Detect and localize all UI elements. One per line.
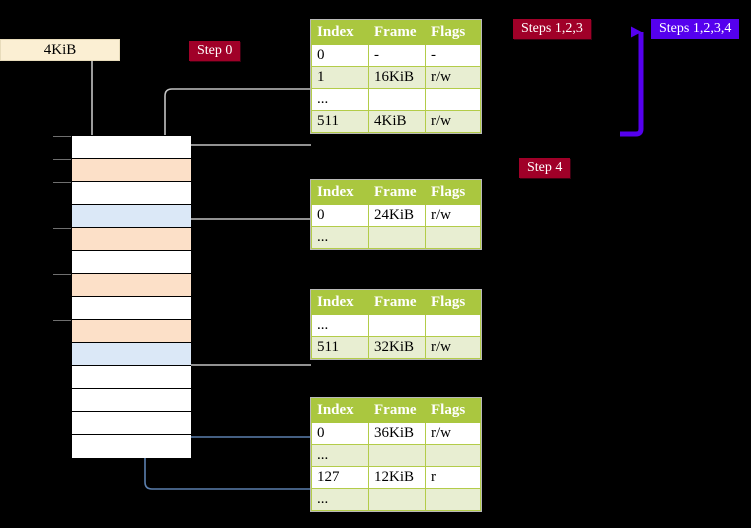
cell-flags — [425, 88, 481, 111]
badge-steps-1-2-3-4: Steps 1,2,3,4 — [651, 19, 740, 39]
cell-frame — [368, 444, 426, 467]
column-header-index: Index — [311, 20, 369, 45]
cell-index: ... — [311, 226, 369, 249]
memory-frame-row — [72, 205, 191, 228]
table-row: 0-- — [311, 44, 481, 67]
table-row: ... — [311, 314, 481, 337]
source-frame-box: 4KiB — [0, 39, 120, 61]
cell-index: 1 — [311, 66, 369, 89]
cell-index: ... — [311, 488, 369, 511]
memory-scale-tick — [53, 274, 71, 275]
memory-frame-row — [72, 159, 191, 182]
cell-frame — [368, 488, 426, 511]
cell-index: ... — [311, 314, 369, 337]
memory-frame-row — [72, 297, 191, 320]
memory-scale-tick — [53, 136, 71, 137]
column-header-flags: Flags — [425, 180, 481, 205]
cell-frame: 16KiB — [368, 66, 426, 89]
memory-frame-row — [72, 228, 191, 251]
memory-frame-row — [72, 251, 191, 274]
table-row: ... — [311, 488, 481, 511]
memory-frame-row — [72, 320, 191, 343]
cell-flags: r/w — [425, 422, 481, 445]
cell-frame: 24KiB — [368, 204, 426, 227]
memory-scale-tick — [53, 159, 71, 160]
column-header-flags: Flags — [425, 20, 481, 45]
cell-index: 511 — [311, 336, 369, 359]
memory-frame-row — [72, 366, 191, 389]
cell-index: 0 — [311, 44, 369, 67]
memory-frame-row — [72, 274, 191, 297]
cell-flags — [425, 488, 481, 511]
column-header-index: Index — [311, 398, 369, 423]
memory-scale-tick — [53, 320, 71, 321]
column-header-frame: Frame — [368, 20, 426, 45]
cell-index: 127 — [311, 466, 369, 489]
table-row: ... — [311, 444, 481, 467]
wire-level3-row0-to-memory — [177, 218, 311, 256]
memory-frame-row — [72, 412, 191, 435]
badge-step-4: Step 4 — [519, 158, 571, 178]
cell-frame: 12KiB — [368, 466, 426, 489]
wire-level2-row511-to-memory — [171, 314, 311, 366]
cell-index: 511 — [311, 110, 369, 133]
table-row: ... — [311, 226, 481, 249]
cell-flags — [425, 226, 481, 249]
cell-flags: r — [425, 466, 481, 489]
column-header-frame: Frame — [368, 180, 426, 205]
memory-frame-row — [72, 182, 191, 205]
cell-frame: - — [368, 44, 426, 67]
wire-steps-1234-bracket — [620, 26, 644, 137]
cell-index: ... — [311, 444, 369, 467]
column-header-frame: Frame — [368, 290, 426, 315]
cell-index: 0 — [311, 204, 369, 227]
cell-frame: 4KiB — [368, 110, 426, 133]
cell-frame — [368, 314, 426, 337]
physical-memory-column — [53, 135, 191, 458]
cell-flags — [425, 314, 481, 337]
badge-steps-1-2-3: Steps 1,2,3 — [513, 19, 591, 39]
memory-scale-tick — [53, 228, 71, 229]
cell-frame: 36KiB — [368, 422, 426, 445]
cell-frame: 32KiB — [368, 336, 426, 359]
cell-index: ... — [311, 88, 369, 111]
column-header-frame: Frame — [368, 398, 426, 423]
cell-flags: r/w — [425, 110, 481, 133]
column-header-flags: Flags — [425, 398, 481, 423]
memory-frame-row — [72, 389, 191, 412]
column-header-index: Index — [311, 180, 369, 205]
cell-index: 0 — [311, 422, 369, 445]
wire-level4-row511-to-memory — [171, 144, 311, 154]
cell-flags: r/w — [425, 204, 481, 227]
cell-frame — [368, 88, 426, 111]
cell-flags — [425, 444, 481, 467]
memory-scale-tick — [53, 182, 71, 183]
memory-frame-row — [72, 343, 191, 366]
memory-frame-row — [72, 136, 191, 159]
memory-frame-row — [72, 435, 191, 458]
cell-frame — [368, 226, 426, 249]
badge-step-0: Step 0 — [189, 41, 241, 61]
cell-flags: r/w — [425, 336, 481, 359]
table-row: ... — [311, 88, 481, 111]
cell-flags: - — [425, 44, 481, 67]
column-header-flags: Flags — [425, 290, 481, 315]
column-header-index: Index — [311, 290, 369, 315]
cell-flags: r/w — [425, 66, 481, 89]
source-frame-label: 4KiB — [43, 42, 77, 58]
